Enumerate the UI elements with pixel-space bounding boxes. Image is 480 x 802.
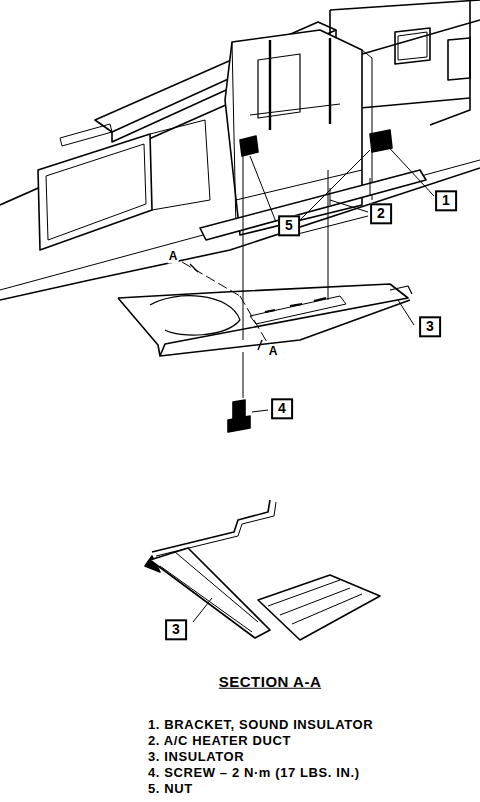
callout-number: 3 <box>165 619 187 640</box>
section-marker: A <box>168 250 179 263</box>
section-title: SECTION A-A <box>219 674 321 691</box>
callout-number: 2 <box>370 203 392 224</box>
parts-list-item: 1. BRACKET, SOUND INSULATOR <box>148 718 373 732</box>
section-marker: A <box>268 345 279 358</box>
parts-list-item: 5. NUT <box>148 782 193 796</box>
callout-number: 1 <box>435 190 457 211</box>
parts-list-item: 2. A/C HEATER DUCT <box>148 734 291 748</box>
callout-number: 3 <box>419 316 441 337</box>
callout-number: 4 <box>271 398 293 419</box>
parts-list-item: 3. INSULATOR <box>148 750 244 764</box>
parts-list-item: 4. SCREW – 2 N·m (17 LBS. IN.) <box>148 766 360 780</box>
callout-number: 5 <box>278 215 300 236</box>
